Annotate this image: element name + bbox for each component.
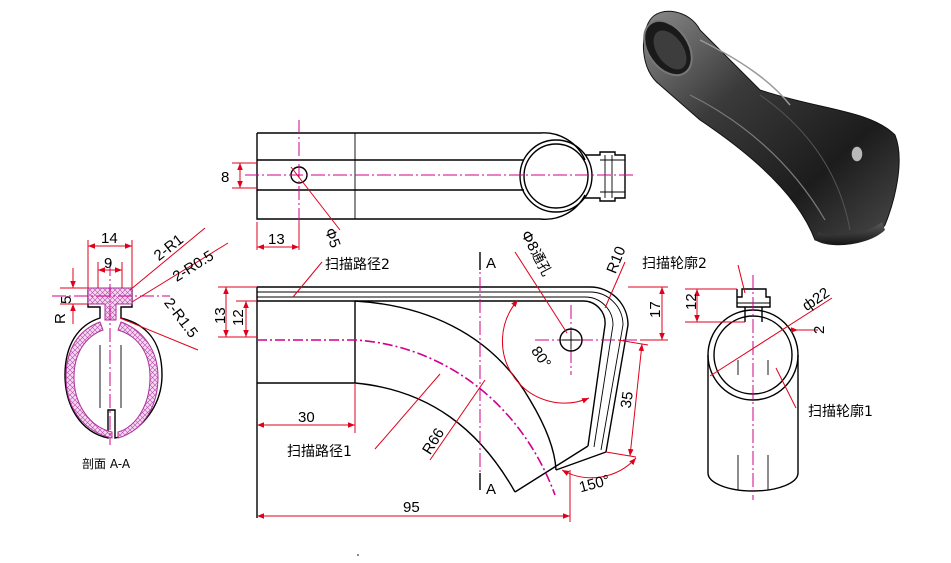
side-dim-2: 2 <box>811 326 828 334</box>
front-hole-label: Ф8通孔 <box>517 228 554 279</box>
front-angle-150: 150° <box>577 472 611 496</box>
front-dim-13: 13 <box>212 307 229 324</box>
section-dim-5: 5 <box>58 296 75 304</box>
sweep-path-1-label: 扫描路径1 <box>287 444 352 460</box>
front-dim-12: 12 <box>230 309 247 326</box>
section-mark-top: A <box>486 255 496 272</box>
front-dim-r10: R10 <box>603 244 629 276</box>
front-dim-r66: R66 <box>419 425 448 457</box>
sweep-profile-1-label: 扫描轮廓1 <box>808 403 873 420</box>
section-view: 14 9 5 R 2-R1 2-R0.5 2-R1.5 剖面 A-A <box>52 227 229 471</box>
section-mark-bottom: A <box>486 481 496 498</box>
sweep-path-2-label: 扫描路径2 <box>325 257 390 273</box>
section-label-r05: 2-R0.5 <box>170 247 217 285</box>
section-label-r15: 2-R1.5 <box>160 295 201 341</box>
front-dim-95: 95 <box>403 499 420 516</box>
top-view: 8 13 Ф5 <box>221 120 635 250</box>
section-dim-9: 9 <box>104 255 112 272</box>
front-dim-35: 35 <box>618 390 637 409</box>
front-dim-17: 17 <box>647 301 664 318</box>
section-caption: 剖面 A-A <box>82 457 131 471</box>
section-dim-r: R <box>52 313 69 324</box>
section-dim-14: 14 <box>101 230 118 247</box>
section-label-r1: 2-R1 <box>151 231 187 264</box>
top-dim-hole: Ф5 <box>321 226 344 250</box>
front-view: A A 13 12 17 35 80° 150° Ф8通孔 R10 3 <box>212 228 668 522</box>
front-dim-30: 30 <box>298 409 315 426</box>
top-dim-width: 8 <box>221 169 229 186</box>
side-dim-12: 12 <box>683 293 700 310</box>
top-dim-offset: 13 <box>268 231 285 248</box>
side-dim-d22: ф22 <box>799 284 833 314</box>
sweep-profile-2-label: 扫描轮廓2 <box>642 255 707 272</box>
front-angle-80: 80° <box>527 343 554 371</box>
3d-render-image <box>633 0 901 257</box>
side-view: 12 ф22 2 扫描轮廓2 扫描轮廓1 <box>642 255 873 500</box>
